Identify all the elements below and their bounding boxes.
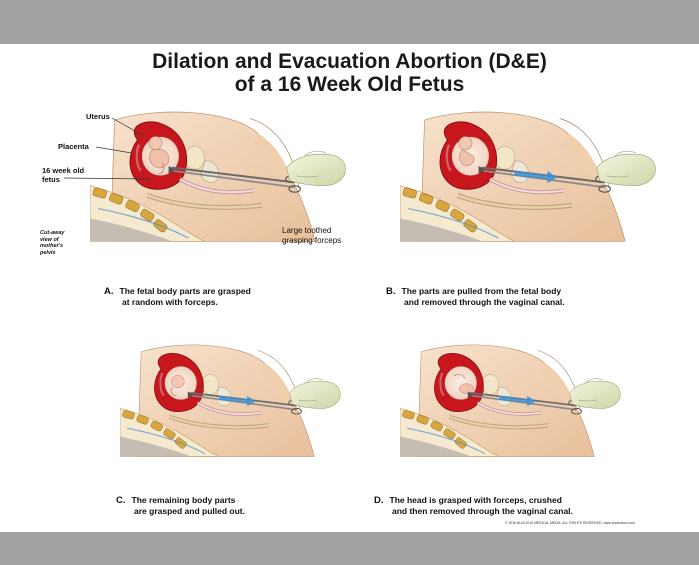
bottom-frame-bar [0, 532, 699, 565]
copyright-notice: © 2016 NUCLEUS MEDICAL MEDIA. ALL RIGHTS… [505, 521, 635, 525]
label-pelvis-line-3: mother's [40, 243, 64, 250]
label-fetus-line-1: 16 week old [42, 166, 84, 175]
panel-d-illustration [400, 327, 626, 487]
label-forceps-line-1: Large toothed [282, 226, 341, 236]
caption-c-line-2: are grasped and pulled out. [116, 506, 245, 517]
caption-a-letter: A. [104, 286, 114, 297]
caption-d: D. The head is grasped with forceps, crus… [374, 495, 573, 517]
leader-line-fetus [64, 175, 154, 185]
label-pelvis-line-1: Cut-away [40, 230, 64, 237]
label-pelvis-line-4: pelvis [40, 250, 64, 257]
title-line-2: of a 16 Week Old Fetus [0, 73, 699, 96]
caption-d-letter: D. [374, 495, 384, 506]
page-title: Dilation and Evacuation Abortion (D&E) o… [0, 50, 699, 96]
caption-a: A. The fetal body parts are grasped at ra… [104, 286, 251, 308]
label-uterus: Uterus [86, 112, 110, 121]
caption-b-letter: B. [386, 286, 396, 297]
caption-c-line-1: The remaining body parts [132, 495, 236, 505]
caption-a-line-1: The fetal body parts are grasped [120, 286, 251, 296]
top-frame-bar [0, 0, 699, 44]
caption-d-line-1: The head is grasped with forceps, crushe… [390, 495, 562, 505]
label-forceps: Large toothed grasping forceps [282, 226, 341, 246]
caption-d-line-2: and then removed through the vaginal can… [374, 506, 573, 517]
caption-c: C. The remaining body parts are grasped a… [116, 495, 245, 517]
caption-b: B. The parts are pulled from the fetal bo… [386, 286, 565, 308]
label-pelvis: Cut-away view of mother's pelvis [40, 230, 64, 256]
panel-b-illustration [400, 95, 662, 273]
label-forceps-line-2: grasping forceps [282, 236, 341, 246]
leader-line-placenta [96, 145, 136, 157]
caption-a-line-2: at random with forceps. [104, 297, 251, 308]
panel-c-illustration [120, 327, 346, 487]
caption-b-line-2: and removed through the vaginal canal. [386, 297, 565, 308]
title-line-1: Dilation and Evacuation Abortion (D&E) [0, 50, 699, 73]
caption-c-letter: C. [116, 495, 126, 506]
caption-b-line-1: The parts are pulled from the fetal body [402, 286, 562, 296]
label-placenta: Placenta [58, 142, 89, 151]
